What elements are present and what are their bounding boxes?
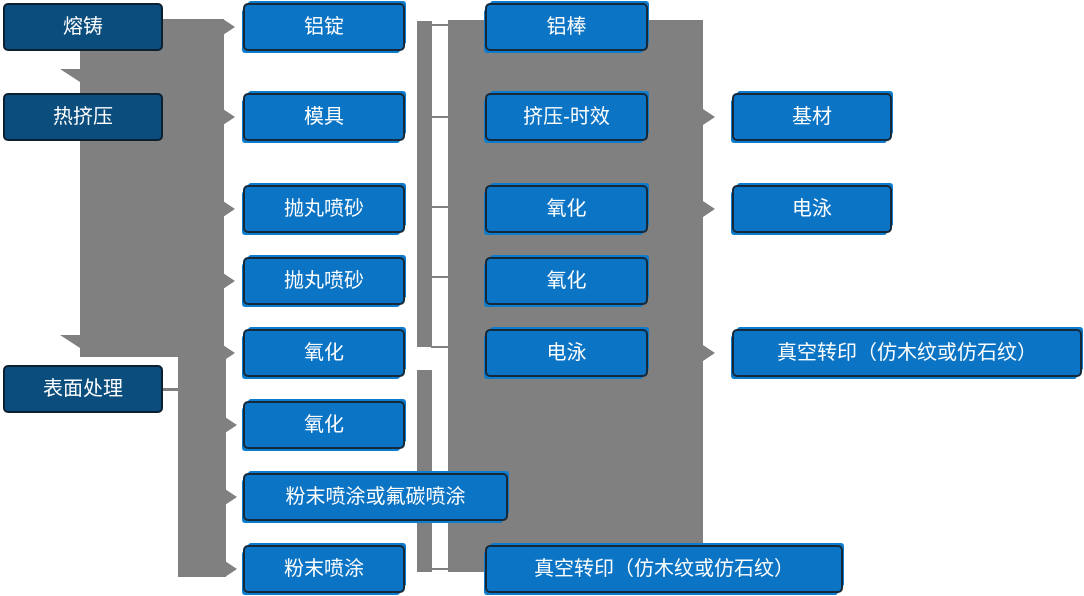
arrow-to-aluminum-ingot bbox=[223, 19, 235, 35]
node-oxidation-2: 氧化 bbox=[243, 401, 405, 449]
node-electrophoresis-2: 电泳 bbox=[732, 185, 892, 233]
arrow-to-powder-or-fluorocarbon bbox=[225, 489, 237, 505]
connector-bracket-upper bbox=[417, 21, 432, 347]
connector-tick-row4 bbox=[431, 276, 449, 278]
node-powder-coating: 粉末喷涂 bbox=[243, 545, 405, 593]
arrow-to-vacuum-transfer-right bbox=[703, 345, 715, 361]
connector-stem-surface-treatment bbox=[161, 388, 178, 391]
arrow-to-oxidation-1 bbox=[223, 345, 235, 361]
node-hot-extrusion: 热挤压 bbox=[3, 93, 163, 141]
node-mold: 模具 bbox=[243, 93, 405, 141]
node-extrusion-aging: 挤压-时效 bbox=[485, 93, 648, 141]
arrow-to-shot-blasting-2 bbox=[223, 273, 235, 289]
arrow-down-to-hot-extrusion bbox=[60, 69, 100, 82]
node-surface-treatment: 表面处理 bbox=[3, 365, 163, 413]
node-aluminum-ingot: 铝锭 bbox=[243, 3, 405, 51]
node-oxidation-4: 氧化 bbox=[485, 257, 648, 305]
arrow-to-shot-blasting-1 bbox=[223, 201, 235, 217]
connector-band-stages bbox=[80, 19, 224, 357]
node-powder-or-fluorocarbon: 粉末喷涂或氟碳喷涂 bbox=[243, 473, 508, 521]
connector-tick-row3 bbox=[431, 206, 449, 208]
connector-tick-bottom bbox=[431, 568, 449, 570]
arrow-to-oxidation-2 bbox=[225, 417, 237, 433]
arrow-to-mold bbox=[223, 109, 235, 125]
node-electrophoresis-1: 电泳 bbox=[485, 329, 648, 377]
arrow-to-powder-coating bbox=[225, 561, 237, 577]
node-shot-blasting-2: 抛丸喷砂 bbox=[243, 257, 405, 305]
node-melting: 熔铸 bbox=[3, 3, 163, 51]
connector-band-surface-treatment bbox=[178, 357, 226, 577]
node-base-material: 基材 bbox=[732, 93, 892, 141]
node-aluminum-rod: 铝棒 bbox=[485, 3, 648, 51]
node-oxidation-3: 氧化 bbox=[485, 185, 648, 233]
connector-tick-row5 bbox=[431, 346, 449, 348]
connector-tick-row1 bbox=[431, 24, 449, 26]
arrow-to-base-material bbox=[703, 109, 715, 125]
arrow-down-to-surface-treatment bbox=[60, 335, 100, 348]
node-oxidation-1: 氧化 bbox=[243, 329, 405, 377]
arrow-to-electrophoresis-2 bbox=[703, 201, 715, 217]
node-vacuum-transfer-bottom: 真空转印（仿木纹或仿石纹） bbox=[485, 545, 843, 593]
node-vacuum-transfer-right: 真空转印（仿木纹或仿石纹） bbox=[732, 329, 1082, 377]
connector-tick-row2 bbox=[431, 116, 449, 118]
connector-bracket-lower bbox=[417, 370, 432, 572]
node-shot-blasting-1: 抛丸喷砂 bbox=[243, 185, 405, 233]
